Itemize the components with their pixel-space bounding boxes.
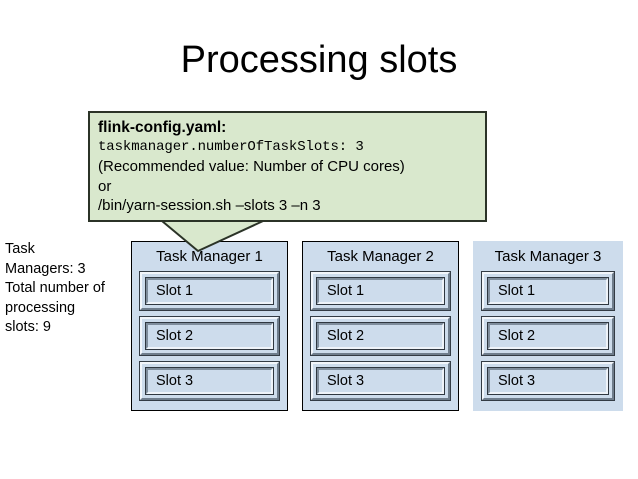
- slot-1-1-label: Slot 1: [156, 283, 194, 299]
- callout-line-command: /bin/yarn-session.sh –slots 3 –n 3: [98, 197, 321, 214]
- slot-1-3-inner: Slot 3: [145, 367, 274, 395]
- callout-line-recommendation: (Recommended value: Number of CPU cores): [98, 158, 405, 175]
- slot-1-2-label: Slot 2: [156, 328, 194, 344]
- task-manager-2-slots: Slot 1 Slot 2 Slot 3: [310, 271, 451, 407]
- slot-2-2[interactable]: Slot 2: [310, 316, 451, 356]
- left-annotation-line-5: slots: 9: [5, 319, 51, 335]
- slot-2-3[interactable]: Slot 3: [310, 361, 451, 401]
- task-manager-1-title: Task Manager 1: [156, 248, 263, 265]
- slot-3-1[interactable]: Slot 1: [481, 271, 615, 311]
- left-annotation-line-2: Managers: 3: [5, 260, 86, 277]
- callout-line-config: taskmanager.numberOfTaskSlots: 3: [98, 138, 364, 155]
- config-callout-box: flink-config.yaml: taskmanager.numberOfT…: [88, 111, 487, 222]
- slot-1-1-inner: Slot 1: [145, 277, 274, 305]
- task-manager-3[interactable]: Task Manager 3 Slot 1 Slot 2 Slot 3: [473, 241, 623, 411]
- task-manager-1-slots: Slot 1 Slot 2 Slot 3: [139, 271, 280, 407]
- callout-line-title: flink-config.yaml:: [98, 119, 227, 136]
- task-manager-row: Task Manager 1 Slot 1 Slot 2 Slot 3: [131, 241, 633, 413]
- task-manager-1[interactable]: Task Manager 1 Slot 1 Slot 2 Slot 3: [131, 241, 288, 411]
- task-manager-2[interactable]: Task Manager 2 Slot 1 Slot 2 Slot 3: [302, 241, 459, 411]
- slot-3-3-label: Slot 3: [498, 373, 536, 389]
- slot-2-2-label: Slot 2: [327, 328, 365, 344]
- slot-3-1-inner: Slot 1: [487, 277, 609, 305]
- slot-1-3[interactable]: Slot 3: [139, 361, 280, 401]
- left-annotation-line-3: Total number of: [5, 280, 105, 296]
- task-manager-3-slots: Slot 1 Slot 2 Slot 3: [481, 271, 615, 407]
- page-title: Processing slots: [180, 39, 458, 81]
- slot-1-2[interactable]: Slot 2: [139, 316, 280, 356]
- slot-3-3-inner: Slot 3: [487, 367, 609, 395]
- slot-2-2-inner: Slot 2: [316, 322, 445, 350]
- slot-3-3[interactable]: Slot 3: [481, 361, 615, 401]
- left-annotation: Task Managers: 3 Total number of process…: [5, 240, 130, 338]
- callout-line-or: or: [98, 177, 112, 195]
- slot-2-3-inner: Slot 3: [316, 367, 445, 395]
- slot-2-1-inner: Slot 1: [316, 277, 445, 305]
- slot-1-1[interactable]: Slot 1: [139, 271, 280, 311]
- slot-2-1[interactable]: Slot 1: [310, 271, 451, 311]
- slot-3-2-label: Slot 2: [498, 328, 536, 344]
- slot-1-3-label: Slot 3: [156, 373, 194, 389]
- task-manager-2-title: Task Manager 2: [327, 248, 434, 265]
- slot-3-1-label: Slot 1: [498, 283, 536, 299]
- slot-1-2-inner: Slot 2: [145, 322, 274, 350]
- slot-2-1-label: Slot 1: [327, 283, 365, 299]
- left-annotation-line-1: Task: [5, 241, 35, 257]
- slot-3-2-inner: Slot 2: [487, 322, 609, 350]
- task-manager-3-title: Task Manager 3: [494, 248, 602, 265]
- slot-3-2[interactable]: Slot 2: [481, 316, 615, 356]
- slot-2-3-label: Slot 3: [327, 373, 365, 389]
- left-annotation-line-4: processing: [5, 299, 76, 316]
- config-callout: flink-config.yaml: taskmanager.numberOfT…: [88, 111, 487, 253]
- config-callout-text: flink-config.yaml: taskmanager.numberOfT…: [98, 118, 483, 216]
